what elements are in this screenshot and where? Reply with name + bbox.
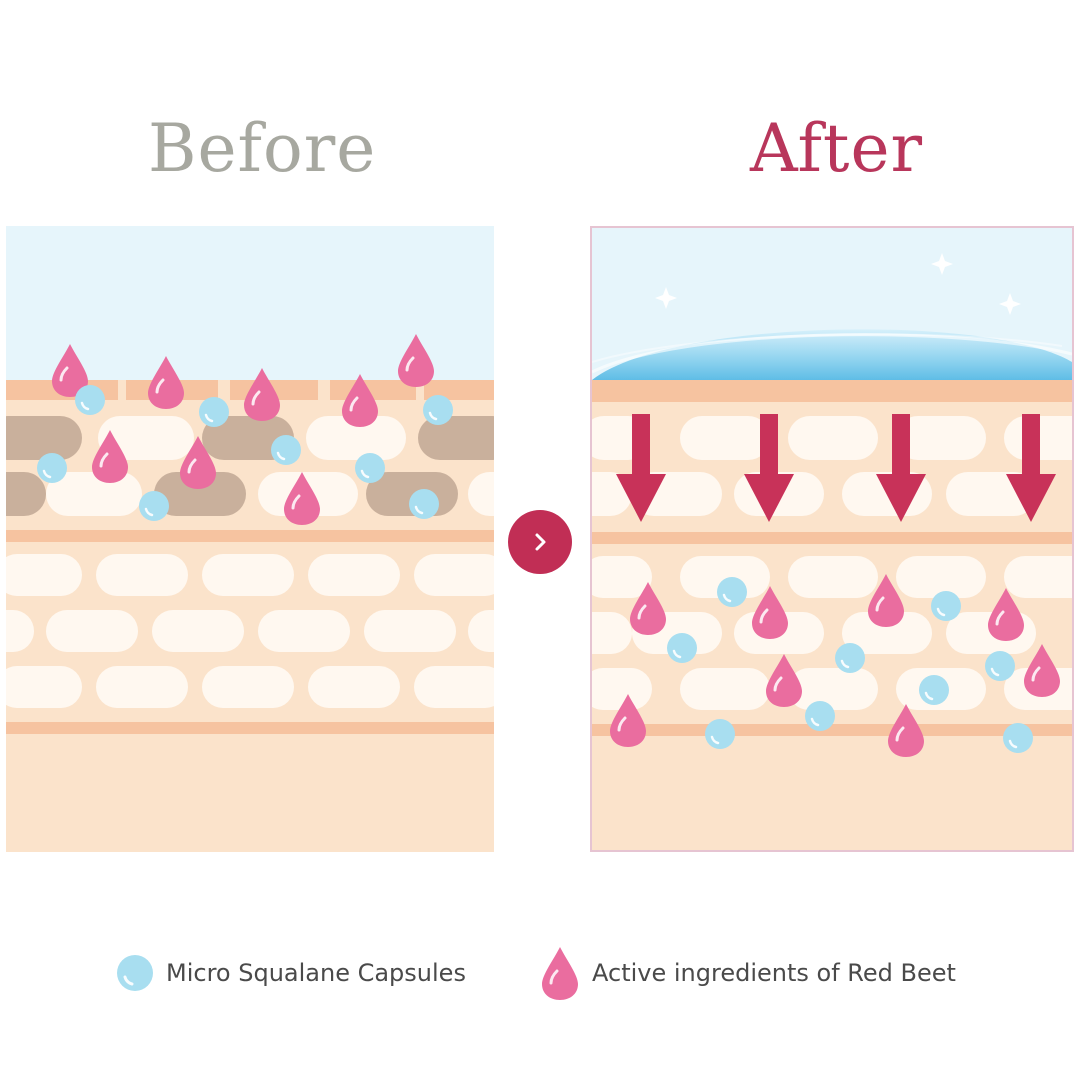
legend-squalane-label: Micro Squalane Capsules (166, 959, 466, 987)
upper-skin-layer (6, 416, 494, 516)
moisture-film (592, 329, 1072, 380)
bottom-divider (592, 724, 1072, 736)
before-skin-illustration (6, 226, 494, 852)
lower-skin-layer (592, 556, 1072, 710)
legend-red-beet-label: Active ingredients of Red Beet (592, 959, 956, 987)
lower-skin-layer (6, 554, 494, 708)
layer-divider (6, 530, 494, 542)
chevron-right-icon (535, 533, 546, 551)
next-arrow-button[interactable] (508, 510, 572, 574)
before-heading: Before (148, 110, 377, 187)
layer-divider (592, 532, 1072, 544)
bottom-divider (6, 722, 494, 734)
pink-droplet-icon (542, 947, 578, 1000)
healthy-barrier (592, 380, 1072, 402)
after-heading: After (750, 110, 924, 187)
after-skin-illustration (590, 226, 1074, 852)
blue-circle-icon (117, 955, 153, 991)
legend-red-beet: Active ingredients of Red Beet (540, 945, 956, 1001)
legend-squalane: Micro Squalane Capsules (116, 945, 466, 1001)
